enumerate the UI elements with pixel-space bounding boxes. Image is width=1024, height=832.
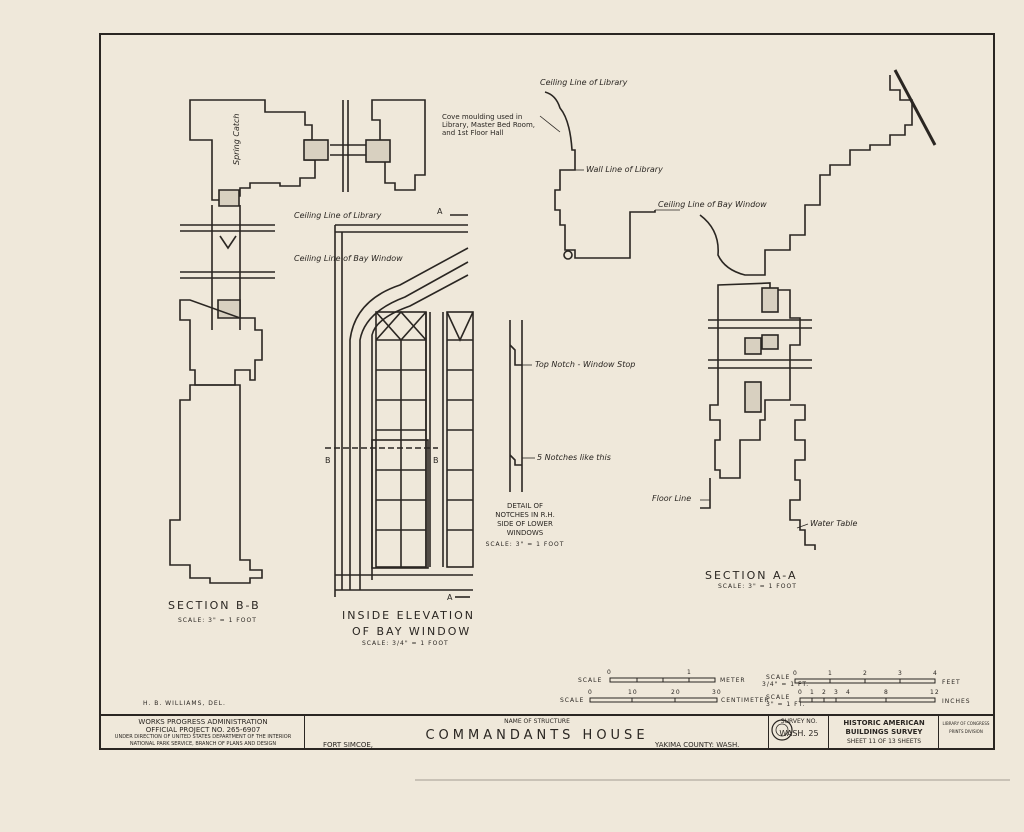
scale-word-meter: SCALE xyxy=(578,677,603,684)
cove-moulding-line-2: Library, Master Bed Room, xyxy=(442,121,535,129)
notches-caption-4: WINDOWS xyxy=(506,529,544,537)
structure-cell: NAME OF STRUCTURE COMMANDANTS HOUSE FORT… xyxy=(305,716,769,750)
marker-a-top: A xyxy=(437,207,443,216)
in-tick-1: 1 xyxy=(810,689,815,696)
water-table-label: Water Table xyxy=(810,519,858,528)
wall-line-library-label: Wall Line of Library xyxy=(586,165,663,174)
ratio-ft: 3/4" = 1 FT. xyxy=(762,681,810,688)
section-aa-title: SECTION A-A xyxy=(705,569,798,582)
in-tick-3: 3 xyxy=(834,689,839,696)
survey-no: WASH. 25 xyxy=(779,729,819,738)
ratio-in: 3" = 1 FT. xyxy=(766,701,806,708)
spring-catch-label: Spring Catch xyxy=(232,113,241,165)
survey-no-label: SURVEY NO. xyxy=(780,718,818,725)
m-tick-1: 1 xyxy=(687,669,692,676)
notches-caption-2: NOTCHES IN R.H. xyxy=(495,511,555,519)
section-bb-scale: SCALE: 3" = 1 FOOT xyxy=(178,617,257,624)
m-tick-0: 0 xyxy=(607,669,612,676)
delineator: H. B. WILLIAMS, DEL. xyxy=(143,700,226,707)
elevation-title: INSIDE ELEVATION xyxy=(342,609,475,622)
wpa-line-4: NATIONAL PARK SERVICE, BRANCH OF PLANS A… xyxy=(129,741,277,747)
top-notch-label: Top Notch - Window Stop xyxy=(535,360,636,369)
cm-tick-20: 20 xyxy=(671,689,681,696)
in-tick-4: 4 xyxy=(846,689,851,696)
ft-tick-1: 1 xyxy=(828,670,833,677)
library-stamp-2: PRINTS DIVISION xyxy=(949,729,983,734)
aa-ceiling-bay-label: Ceiling Line of Bay Window xyxy=(658,200,767,209)
cm-tick-10: 10 xyxy=(628,689,638,696)
library-stamp-cell: LIBRARY OF CONGRESS PRINTS DIVISION xyxy=(939,716,993,750)
notches-caption-1: DETAIL OF xyxy=(506,502,544,510)
wpa-cell: WORKS PROGRESS ADMINISTRATION OFFICIAL P… xyxy=(101,716,305,750)
ft-tick-0: 0 xyxy=(793,670,798,677)
in-tick-8: 8 xyxy=(884,689,889,696)
wpa-line-2: OFFICIAL PROJECT NO. 265-6907 xyxy=(145,726,261,734)
cm-tick-30: 30 xyxy=(712,689,722,696)
library-stamp-1: LIBRARY OF CONGRESS xyxy=(942,721,990,726)
elev-ceiling-bay-label: Ceiling Line of Bay Window xyxy=(294,254,403,263)
elevation-subtitle: OF BAY WINDOW xyxy=(352,625,472,638)
cove-moulding-line-1: Cove moulding used in xyxy=(442,113,523,121)
survey-seal xyxy=(771,719,793,741)
notches-caption-3: SIDE OF LOWER xyxy=(497,520,553,528)
cm-tick-0: 0 xyxy=(588,689,593,696)
location-left: FORT SIMCOE, xyxy=(323,741,373,749)
elev-ceiling-library-label: Ceiling Line of Library xyxy=(294,211,382,220)
marker-a-bottom: A xyxy=(447,593,453,602)
bay-window-elevation xyxy=(325,214,474,598)
scale-word-cm: SCALE xyxy=(560,697,585,704)
elevation-scale: SCALE: 3/4" = 1 FOOT xyxy=(362,640,449,647)
habs-cell: HISTORIC AMERICAN BUILDINGS SURVEY SHEET… xyxy=(829,716,939,750)
ft-tick-2: 2 xyxy=(863,670,868,677)
title-block: WORKS PROGRESS ADMINISTRATION OFFICIAL P… xyxy=(101,714,993,750)
marker-b-right: B xyxy=(433,456,439,465)
section-aa-scale: SCALE: 3" = 1 FOOT xyxy=(718,583,797,590)
aa-ceiling-library-label: Ceiling Line of Library xyxy=(540,78,628,87)
meter-label: METER xyxy=(720,677,746,684)
sheet-number: SHEET 11 OF 13 SHEETS xyxy=(846,738,921,745)
structure-name: COMMANDANTS HOUSE xyxy=(425,728,649,743)
habs-line-2: BUILDINGS SURVEY xyxy=(845,728,923,736)
section-bb-title: SECTION B-B xyxy=(168,599,261,612)
notches-detail xyxy=(509,320,523,492)
habs-line-1: HISTORIC AMERICAN xyxy=(843,719,925,727)
five-notches-label: 5 Notches like this xyxy=(537,453,611,462)
survey-cell: SURVEY NO. WASH. 25 xyxy=(769,716,829,750)
scale-word-ft: SCALE xyxy=(766,674,791,681)
in-tick-2: 2 xyxy=(822,689,827,696)
section-bb-profile xyxy=(169,99,426,584)
marker-b-left: B xyxy=(325,456,331,465)
notches-scale: SCALE: 3" = 1 FOOT xyxy=(485,541,565,548)
wpa-line-1: WORKS PROGRESS ADMINISTRATION xyxy=(138,718,268,726)
name-of-structure-label: NAME OF STRUCTURE xyxy=(504,718,570,725)
inches-label: INCHES xyxy=(942,698,971,705)
ft-tick-3: 3 xyxy=(898,670,903,677)
in-tick-0: 0 xyxy=(798,689,803,696)
cove-moulding-line-3: and 1st Floor Hall xyxy=(442,129,504,137)
in-tick-12: 12 xyxy=(930,689,940,696)
scale-bars xyxy=(589,677,936,703)
wpa-line-3: UNDER DIRECTION OF UNITED STATES DEPARTM… xyxy=(114,734,292,740)
floor-line-label: Floor Line xyxy=(652,494,692,503)
section-aa-profile xyxy=(544,69,937,550)
location-right: YAKIMA COUNTY: WASH. xyxy=(655,741,740,749)
feet-label: FEET xyxy=(942,679,961,686)
ft-tick-4: 4 xyxy=(933,670,938,677)
scale-word-in: SCALE xyxy=(766,694,791,701)
centimeter-label: CENTIMETER xyxy=(721,697,770,704)
sheet-border xyxy=(99,33,995,750)
